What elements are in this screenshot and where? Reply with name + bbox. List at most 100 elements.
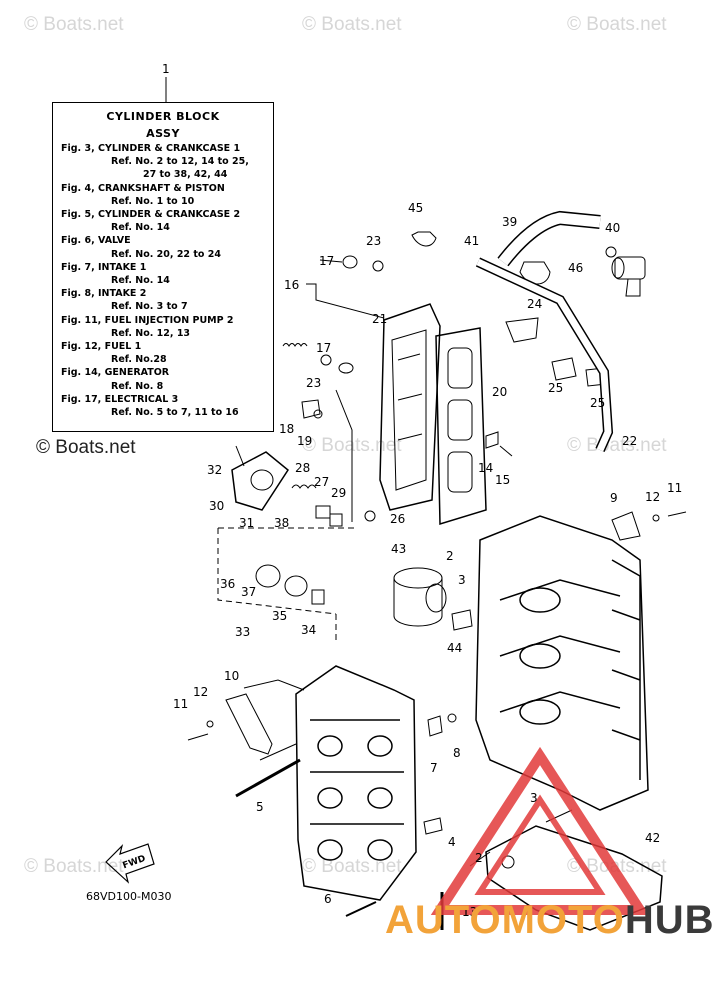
- callout-36: 36: [220, 577, 235, 591]
- callout-32: 32: [207, 463, 222, 477]
- callout-18: 18: [279, 422, 294, 436]
- callout-9: 9: [610, 491, 618, 505]
- leader-lines: [306, 259, 385, 319]
- part-14: [485, 431, 499, 449]
- callout-11b: 11: [173, 697, 188, 711]
- watermark-top-center: © Boats.net: [302, 14, 402, 35]
- spring: [282, 343, 308, 347]
- callout-14: 14: [478, 461, 493, 475]
- callout-38: 38: [274, 516, 289, 530]
- crankcase-block: [475, 515, 649, 811]
- ref-line: Fig. 6, VALVE: [61, 235, 131, 247]
- part-7: [427, 715, 443, 737]
- part-4: [423, 817, 443, 835]
- ref-line: Fig. 7, INTAKE 1: [61, 261, 147, 273]
- ref-line: Ref. No.28: [111, 354, 167, 366]
- callout-5: 5: [256, 800, 264, 814]
- callout-43: 43: [391, 542, 406, 556]
- callout-31: 31: [239, 516, 254, 530]
- bolt-6: [345, 901, 377, 917]
- callout-41: 41: [464, 234, 479, 248]
- ref-line: Ref. No. 1 to 10: [111, 195, 195, 207]
- bolt-11b: [187, 733, 209, 741]
- part-36: [255, 564, 281, 588]
- ref-line: Fig. 4, CRANKSHAFT & PISTON: [61, 182, 225, 194]
- callout-16: 16: [284, 278, 299, 292]
- callout-4: 4: [448, 835, 456, 849]
- clamp-45: [411, 231, 437, 247]
- watermark-bottom-center: © Boats.net: [302, 856, 402, 877]
- part-8: [447, 713, 457, 723]
- ref-line: Ref. No. 12, 13: [111, 327, 191, 339]
- callout-2a: 2: [446, 549, 454, 563]
- callout-34: 34: [301, 623, 316, 637]
- callout-23a: 23: [366, 234, 381, 248]
- part-23b: [320, 354, 332, 366]
- callout-2b: 2: [475, 851, 483, 865]
- oil-filter-43: [393, 567, 447, 627]
- bolt-32: [235, 445, 245, 467]
- fwd-arrow-icon: [105, 843, 155, 884]
- callout-12a: 12: [645, 490, 660, 504]
- callout-15: 15: [495, 473, 510, 487]
- clamp-46: [519, 261, 551, 285]
- callout-19: 19: [297, 434, 312, 448]
- callout-37: 37: [241, 585, 256, 599]
- part-17a: [342, 255, 358, 269]
- ref-line: Ref. No. 14: [111, 275, 170, 287]
- bracket-9: [611, 511, 641, 541]
- callout-44: 44: [447, 641, 462, 655]
- callout-22: 22: [622, 434, 637, 448]
- group-33-outline: [217, 527, 356, 640]
- callout-27: 27: [314, 475, 329, 489]
- part-19: [313, 409, 323, 419]
- callout-25a: 25: [548, 381, 563, 395]
- ref-line: Ref. No. 2 to 12, 14 to 25,: [111, 156, 249, 168]
- bolt-5: [235, 758, 301, 798]
- callout-42: 42: [645, 831, 660, 845]
- washer-12a: [652, 514, 660, 522]
- callout-17b: 17: [316, 341, 331, 355]
- box-title: CYLINDER BLOCK: [106, 110, 220, 123]
- ref-line: Ref. No. 8: [111, 380, 164, 392]
- part-34: [311, 589, 325, 605]
- ref-line: Fig. 17, ELECTRICAL 3: [61, 393, 179, 405]
- callout-26: 26: [390, 512, 405, 526]
- ref-line: Fig. 14, GENERATOR: [61, 367, 170, 379]
- callout-1: 1: [162, 62, 170, 76]
- watermark-top-right: © Boats.net: [567, 14, 667, 35]
- callout-25b: 25: [590, 396, 605, 410]
- assembly-reference-box: CYLINDER BLOCK ASSY Fig. 3, CYLINDER & C…: [52, 102, 274, 432]
- part-40-fitting: [605, 246, 646, 297]
- callout-6: 6: [324, 892, 332, 906]
- callout-30: 30: [209, 499, 224, 513]
- watermark-bottom-left: © Boats.net: [24, 856, 124, 877]
- callout-10: 10: [224, 669, 239, 683]
- cylinder-head: [295, 665, 417, 901]
- part-17b: [338, 362, 354, 374]
- spring-28: [291, 484, 317, 489]
- ref-line: Ref. No. 5 to 7, 11 to 16: [111, 407, 239, 419]
- callout-24: 24: [527, 297, 542, 311]
- leader-lines: [335, 389, 353, 522]
- part-35: [284, 575, 308, 597]
- callout-11a: 11: [667, 481, 682, 495]
- callout-20: 20: [492, 385, 507, 399]
- part-44: [451, 609, 473, 631]
- callout-12b: 12: [193, 685, 208, 699]
- part-26: [364, 510, 376, 522]
- logo-triangle: [430, 746, 650, 915]
- bolt-15: [499, 445, 513, 457]
- logo-part-1: AUTOMOTO: [385, 898, 625, 942]
- ref-line: Fig. 8, INTAKE 2: [61, 288, 147, 300]
- box-subtitle: ASSY: [146, 127, 180, 140]
- ref-line: Ref. No. 20, 22 to 24: [111, 248, 221, 260]
- part-29: [329, 513, 343, 527]
- bolt-11a: [667, 511, 687, 517]
- intake-manifold-plate: [379, 303, 441, 511]
- clamp-24: [505, 317, 539, 343]
- callout-33: 33: [235, 625, 250, 639]
- fwd-label: FWD: [121, 854, 147, 871]
- callout-28: 28: [295, 461, 310, 475]
